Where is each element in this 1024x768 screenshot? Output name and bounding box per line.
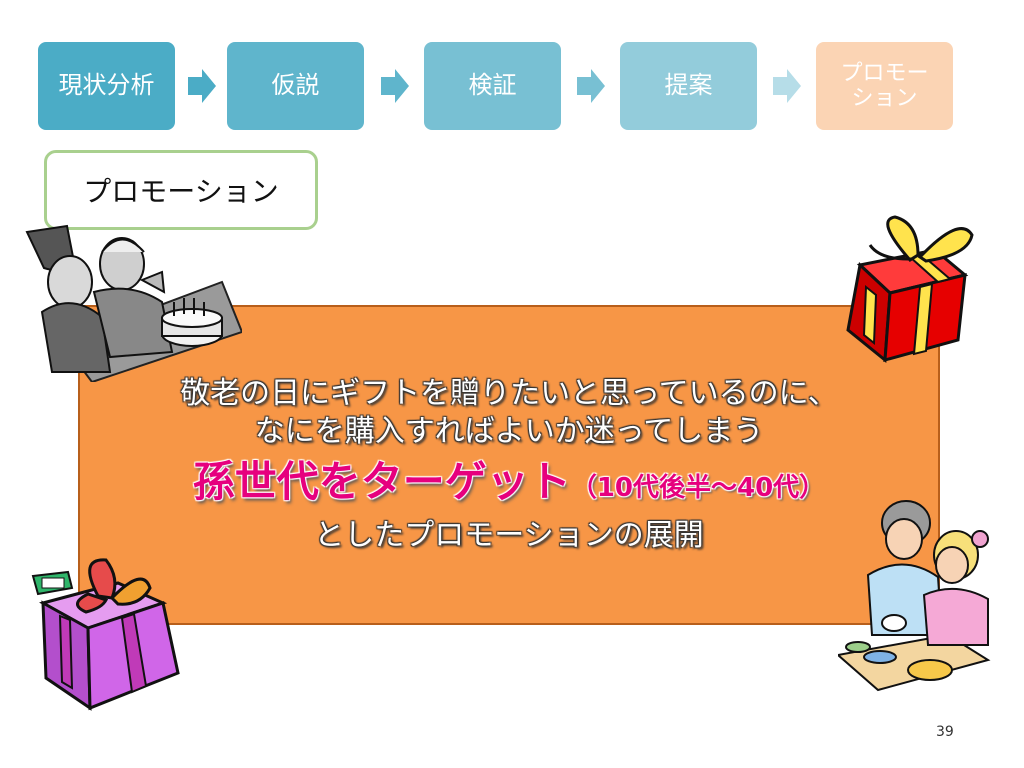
arrow-right-icon [381, 69, 409, 103]
process-step-label: 検証 [468, 71, 517, 100]
process-step-label: 仮説 [271, 71, 320, 100]
purple-gift-box-illustration [31, 558, 180, 711]
grandmother-granddaughter-cooking-illustration [838, 500, 991, 692]
target-highlight: 孫世代をターゲット （10代後半～40代） [193, 457, 825, 513]
message-line-1: 敬老の日にギフトを贈りたいと思っているのに、 [180, 376, 838, 411]
message-line-2: なにを購入すればよいか迷ってしまう [254, 414, 764, 449]
target-highlight-main: 孫世代をターゲット [192, 457, 571, 506]
red-gift-box-illustration [846, 215, 974, 363]
arrow-right-icon [577, 69, 605, 103]
main-message-box: 敬老の日にギフトを贈りたいと思っているのに、 なにを購入すればよいか迷ってしまう… [78, 305, 940, 625]
process-step-verification: 検証 [424, 42, 561, 130]
elderly-couple-illustration [25, 224, 242, 382]
process-step-label: 現状分析 [58, 71, 155, 100]
section-label-text: プロモーション [83, 175, 279, 208]
arrow-right-icon [188, 69, 216, 103]
process-step-label: 提案 [664, 71, 713, 100]
section-label: プロモーション [44, 150, 318, 230]
process-step-label: プロモーション [840, 60, 929, 111]
page-number: 39 [936, 724, 954, 740]
process-step-proposal: 提案 [620, 42, 757, 130]
process-step-hypothesis: 仮説 [227, 42, 364, 130]
arrow-right-icon [773, 69, 801, 103]
process-step-promotion: プロモーション [816, 42, 953, 130]
message-line-4: としたプロモーションの展開 [314, 518, 704, 553]
target-highlight-age-range: （10代後半～40代） [570, 473, 826, 503]
process-step-current-analysis: 現状分析 [38, 42, 175, 130]
